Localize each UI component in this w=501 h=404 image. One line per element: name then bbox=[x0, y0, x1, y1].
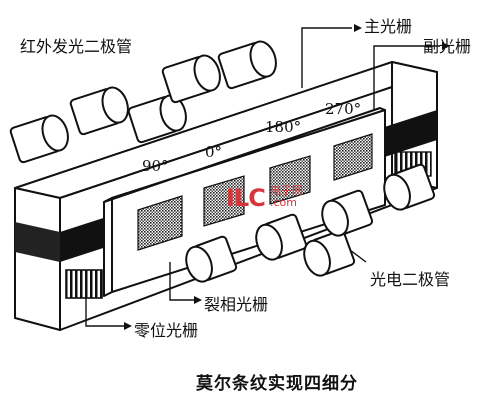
window-0 bbox=[203, 175, 245, 227]
photodiodes bbox=[185, 163, 436, 283]
angle-270: 270° bbox=[325, 100, 362, 118]
arrow-zero bbox=[124, 322, 132, 330]
label-zero-grating: 零位光栅 bbox=[134, 321, 199, 340]
watermark-bottom: .com bbox=[270, 196, 297, 209]
split-grating-plate bbox=[103, 107, 386, 297]
label-main-grating: 主光栅 bbox=[364, 17, 413, 36]
main-grating-band-left bbox=[15, 222, 60, 262]
label-photodiodes: 光电二极管 bbox=[370, 270, 451, 289]
watermark-top: 电子网 bbox=[270, 184, 303, 197]
watermark-logo: ILC bbox=[226, 184, 266, 212]
arrow-sub bbox=[442, 42, 450, 50]
label-sub-grating: 副光栅 bbox=[423, 37, 472, 56]
watermark: ILC 电子网 .com bbox=[226, 182, 316, 216]
zero-grating-window bbox=[65, 269, 103, 299]
angle-0: 0° bbox=[205, 143, 223, 161]
angle-90: 90° bbox=[142, 157, 169, 175]
ir-diodes bbox=[9, 40, 277, 164]
leader-lines bbox=[85, 27, 440, 327]
figure-caption: 莫尔条纹实现四细分 bbox=[196, 374, 358, 394]
label-split-grating: 裂相光栅 bbox=[204, 295, 269, 314]
window-270 bbox=[333, 133, 373, 181]
label-ir-diodes: 红外发光二极管 bbox=[20, 37, 133, 56]
arrow-split bbox=[194, 296, 202, 304]
arrow-main bbox=[354, 24, 362, 32]
window-180 bbox=[269, 155, 311, 205]
window-90 bbox=[137, 195, 183, 251]
angle-180: 180° bbox=[265, 118, 302, 136]
